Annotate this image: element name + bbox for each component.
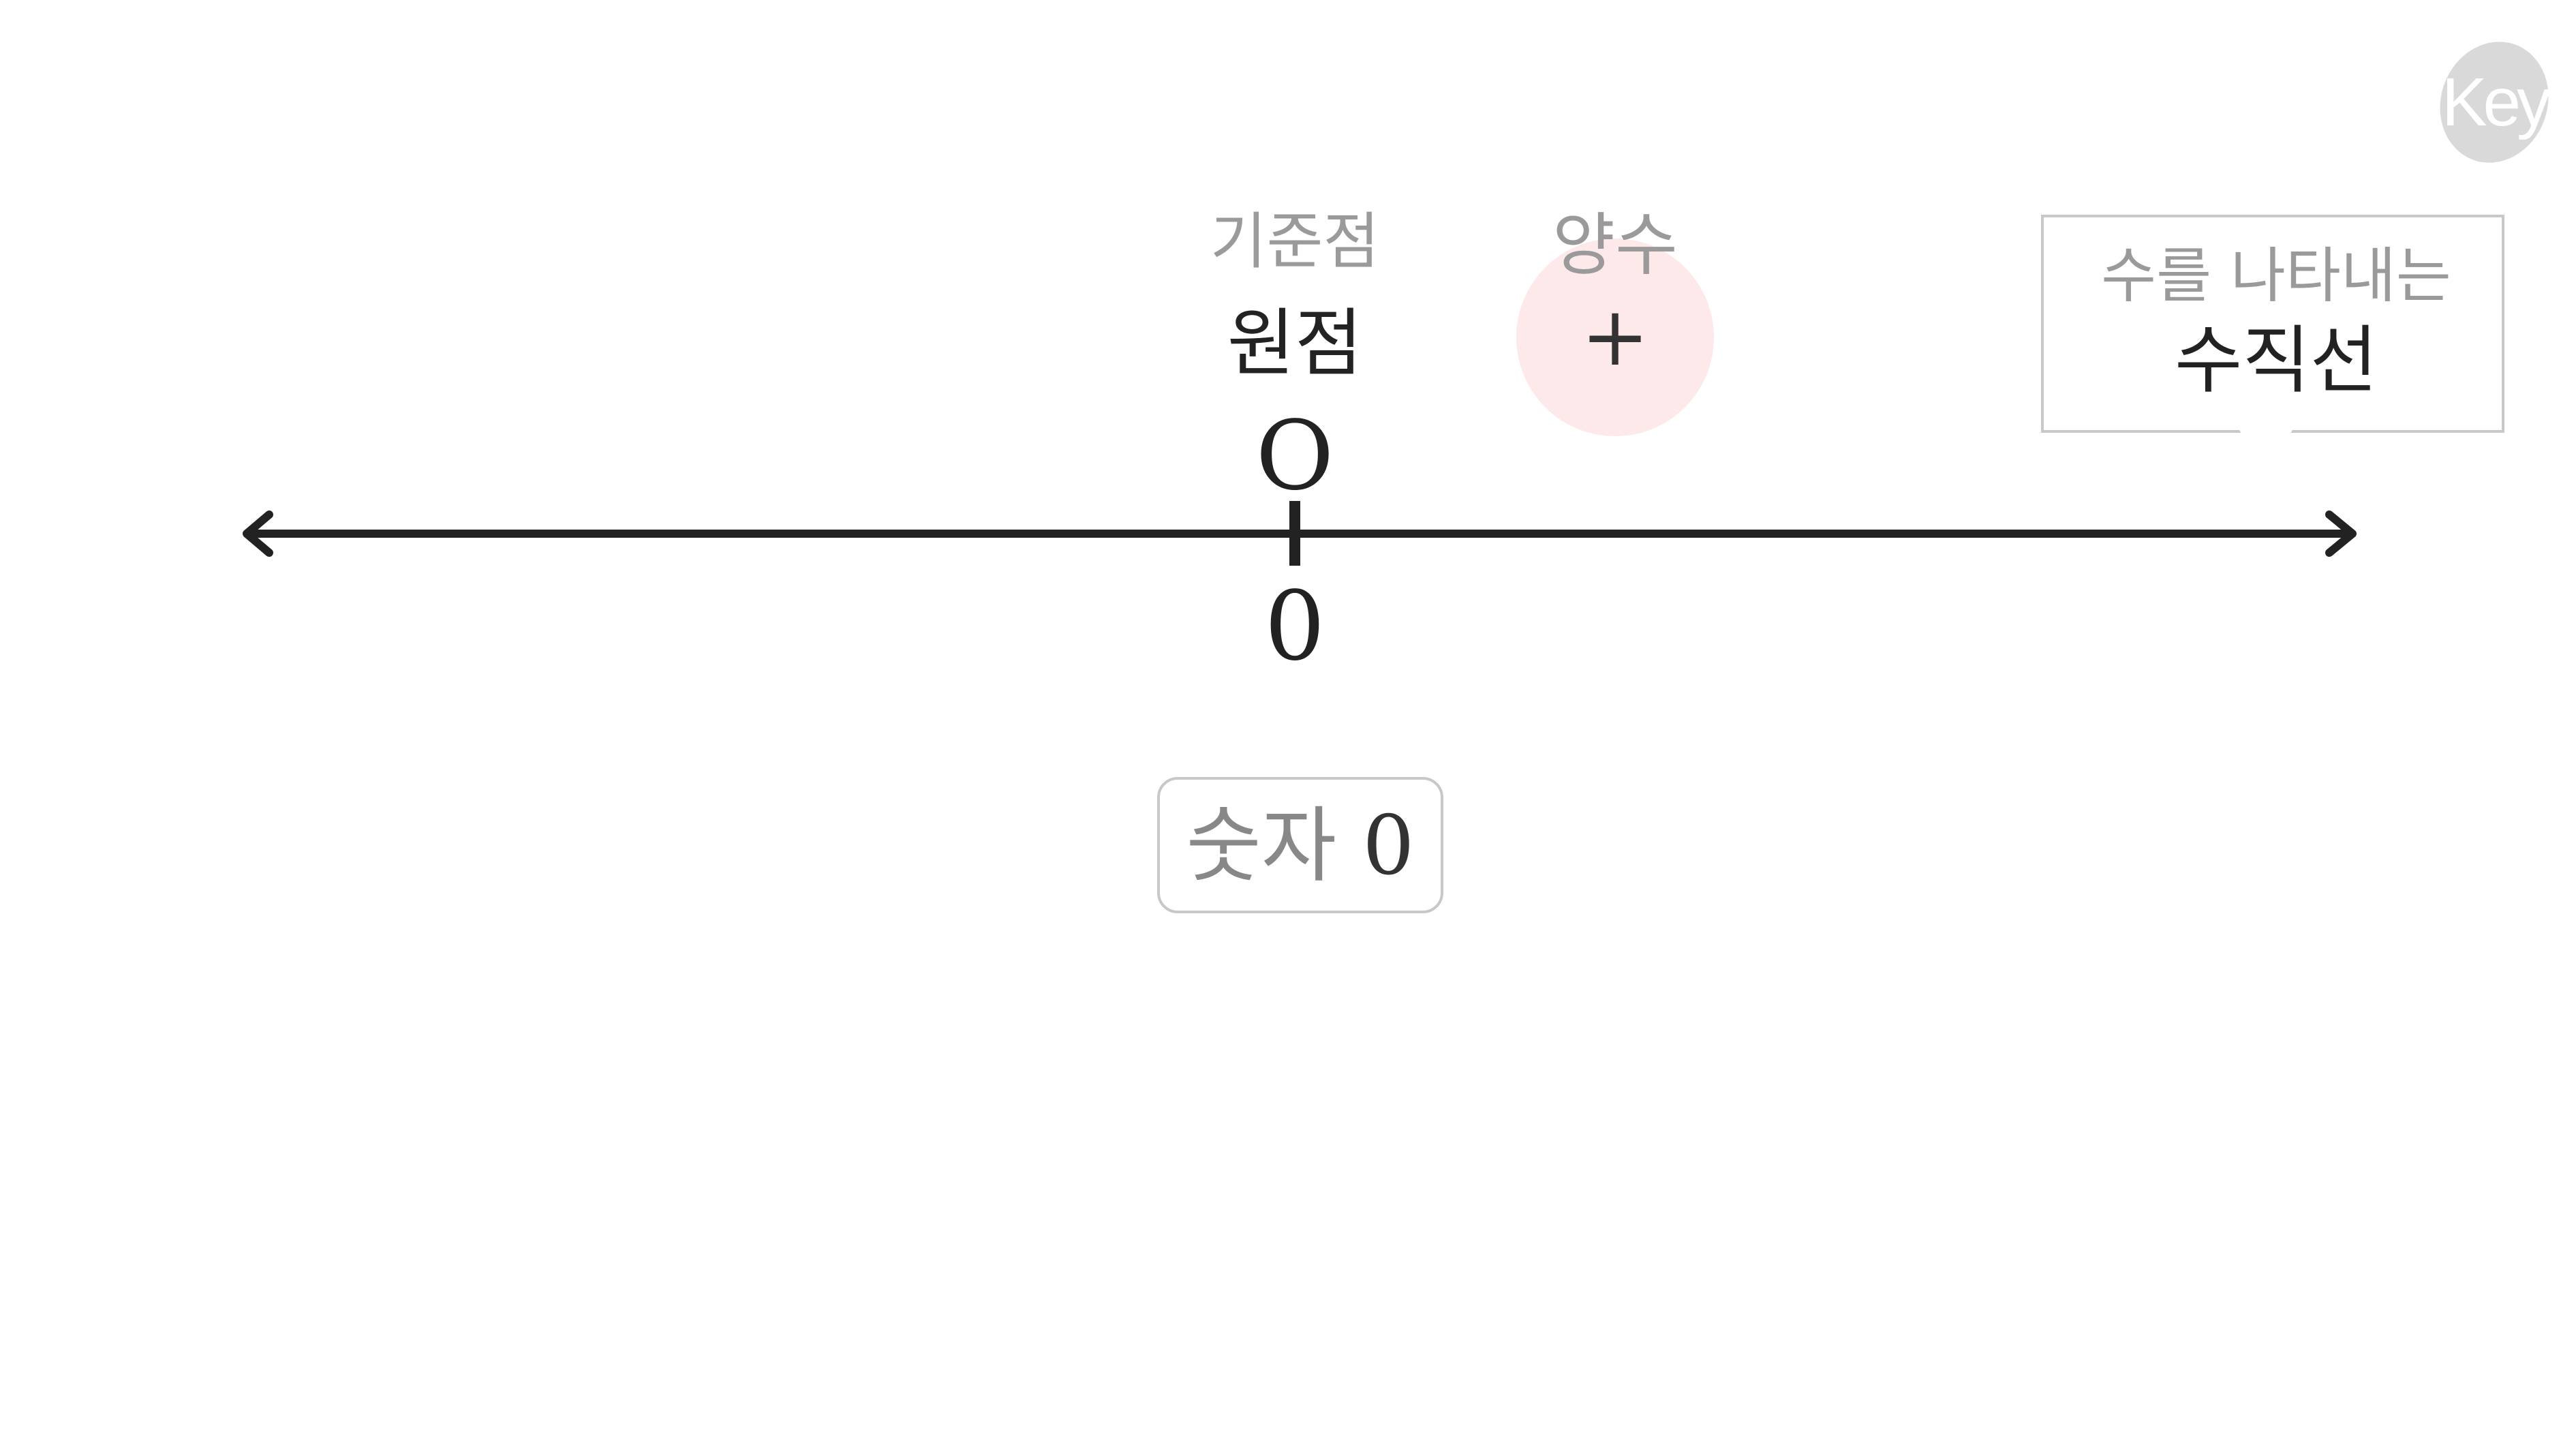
origin-caption: 기준점	[1210, 206, 1380, 277]
callout-box	[2041, 215, 2504, 433]
zero-tick-label: 0	[1264, 571, 1325, 682]
origin-letter: O	[1255, 401, 1334, 512]
positive-caption: 양수	[1552, 205, 1678, 285]
plus-sign: +	[1580, 290, 1650, 384]
key-logo	[2440, 42, 2549, 163]
positive-highlight-circle	[1516, 239, 1714, 436]
number-zero-digit: 0	[1362, 799, 1415, 894]
number-zero-box	[1157, 777, 1443, 913]
origin-label: 원점	[1227, 301, 1363, 386]
number-zero-box-text: 숫자 0	[1157, 799, 1443, 894]
number-zero-word: 숫자	[1186, 799, 1337, 894]
left-arrow-head	[243, 510, 273, 557]
callout-title: 수직선	[2174, 318, 2378, 403]
key-logo-text: Key	[2441, 64, 2551, 140]
right-arrow-head	[2325, 510, 2357, 557]
callout-caption: 수를 나타내는	[2101, 241, 2451, 311]
